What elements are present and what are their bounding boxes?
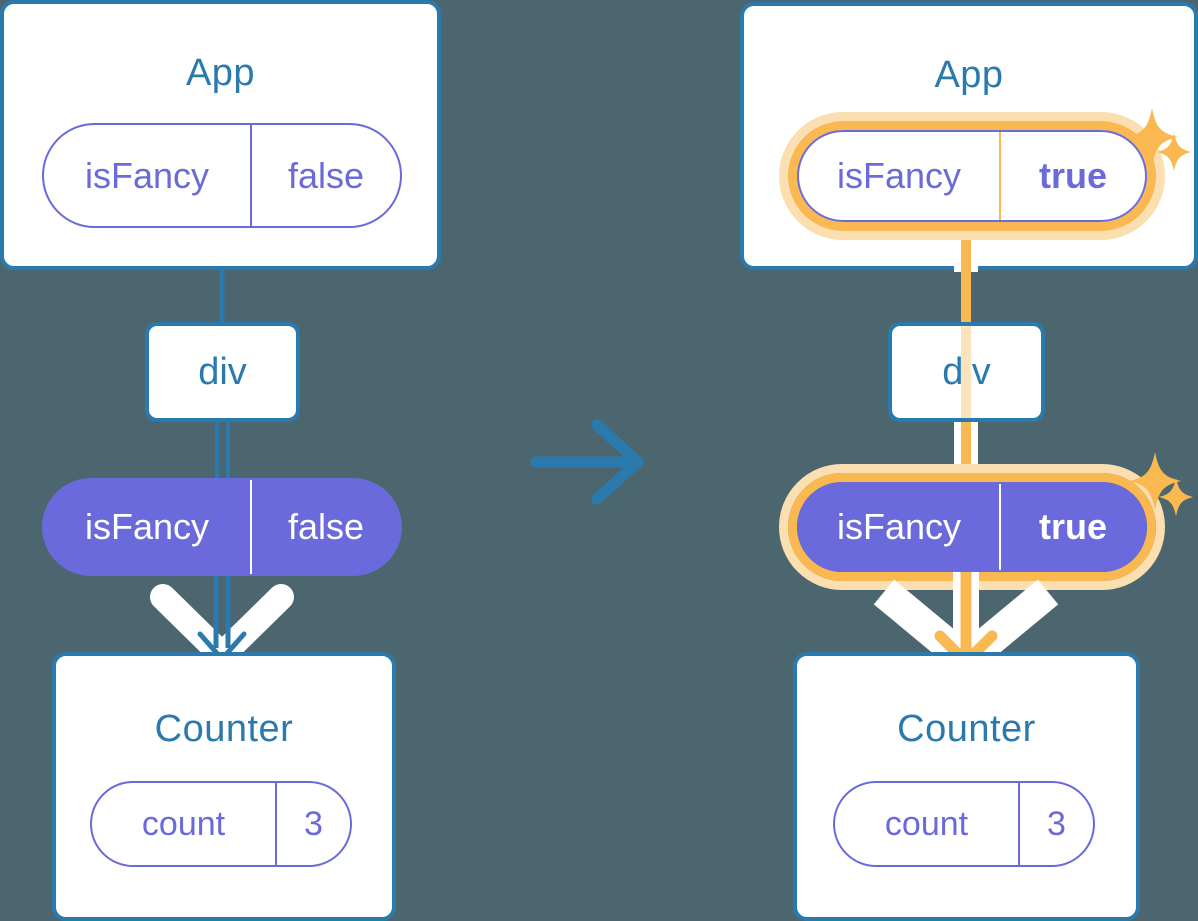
sparkle-large-top-icon: [1126, 108, 1178, 166]
before-app-state-pill: isFancy false: [42, 123, 402, 228]
after-app-state-key: isFancy: [836, 155, 962, 196]
after-counter-state-key: count: [884, 804, 969, 843]
after-counter-state-value: 3: [1018, 783, 1093, 865]
before-prop-key: isFancy: [84, 506, 210, 547]
after-app-state-pill: isFancy true: [797, 130, 1147, 222]
after-prop-key: isFancy: [836, 506, 962, 547]
after-app-title: App: [934, 54, 1004, 96]
after-prop-pill: isFancy true: [797, 482, 1147, 572]
before-app-title: App: [185, 52, 256, 94]
sparkle-large-mid-icon: [1129, 452, 1181, 510]
before-prop-value: false: [250, 480, 400, 574]
before-div-box: div: [145, 322, 300, 422]
after-counter-title: Counter: [897, 708, 1036, 750]
after-app-state-halo-inner: [788, 121, 1156, 231]
after-app-state-halo-outer: [779, 112, 1165, 240]
sparkle-small-mid-icon: [1159, 478, 1193, 516]
sparkle-small-top-icon: [1157, 133, 1191, 171]
before-counter-state-value: 3: [275, 783, 350, 865]
before-counter-title: Counter: [154, 708, 294, 750]
before-counter-state-key: count: [141, 804, 226, 843]
before-app-state-value: false: [250, 125, 400, 226]
after-app-state-value: true: [999, 132, 1145, 220]
before-prop-pill: isFancy false: [42, 478, 402, 576]
before-app-state-key: isFancy: [84, 154, 210, 196]
before-counter-state-pill: count 3: [90, 781, 352, 867]
after-counter-state-pill: count 3: [833, 781, 1095, 867]
after-prop-value: true: [999, 484, 1145, 570]
